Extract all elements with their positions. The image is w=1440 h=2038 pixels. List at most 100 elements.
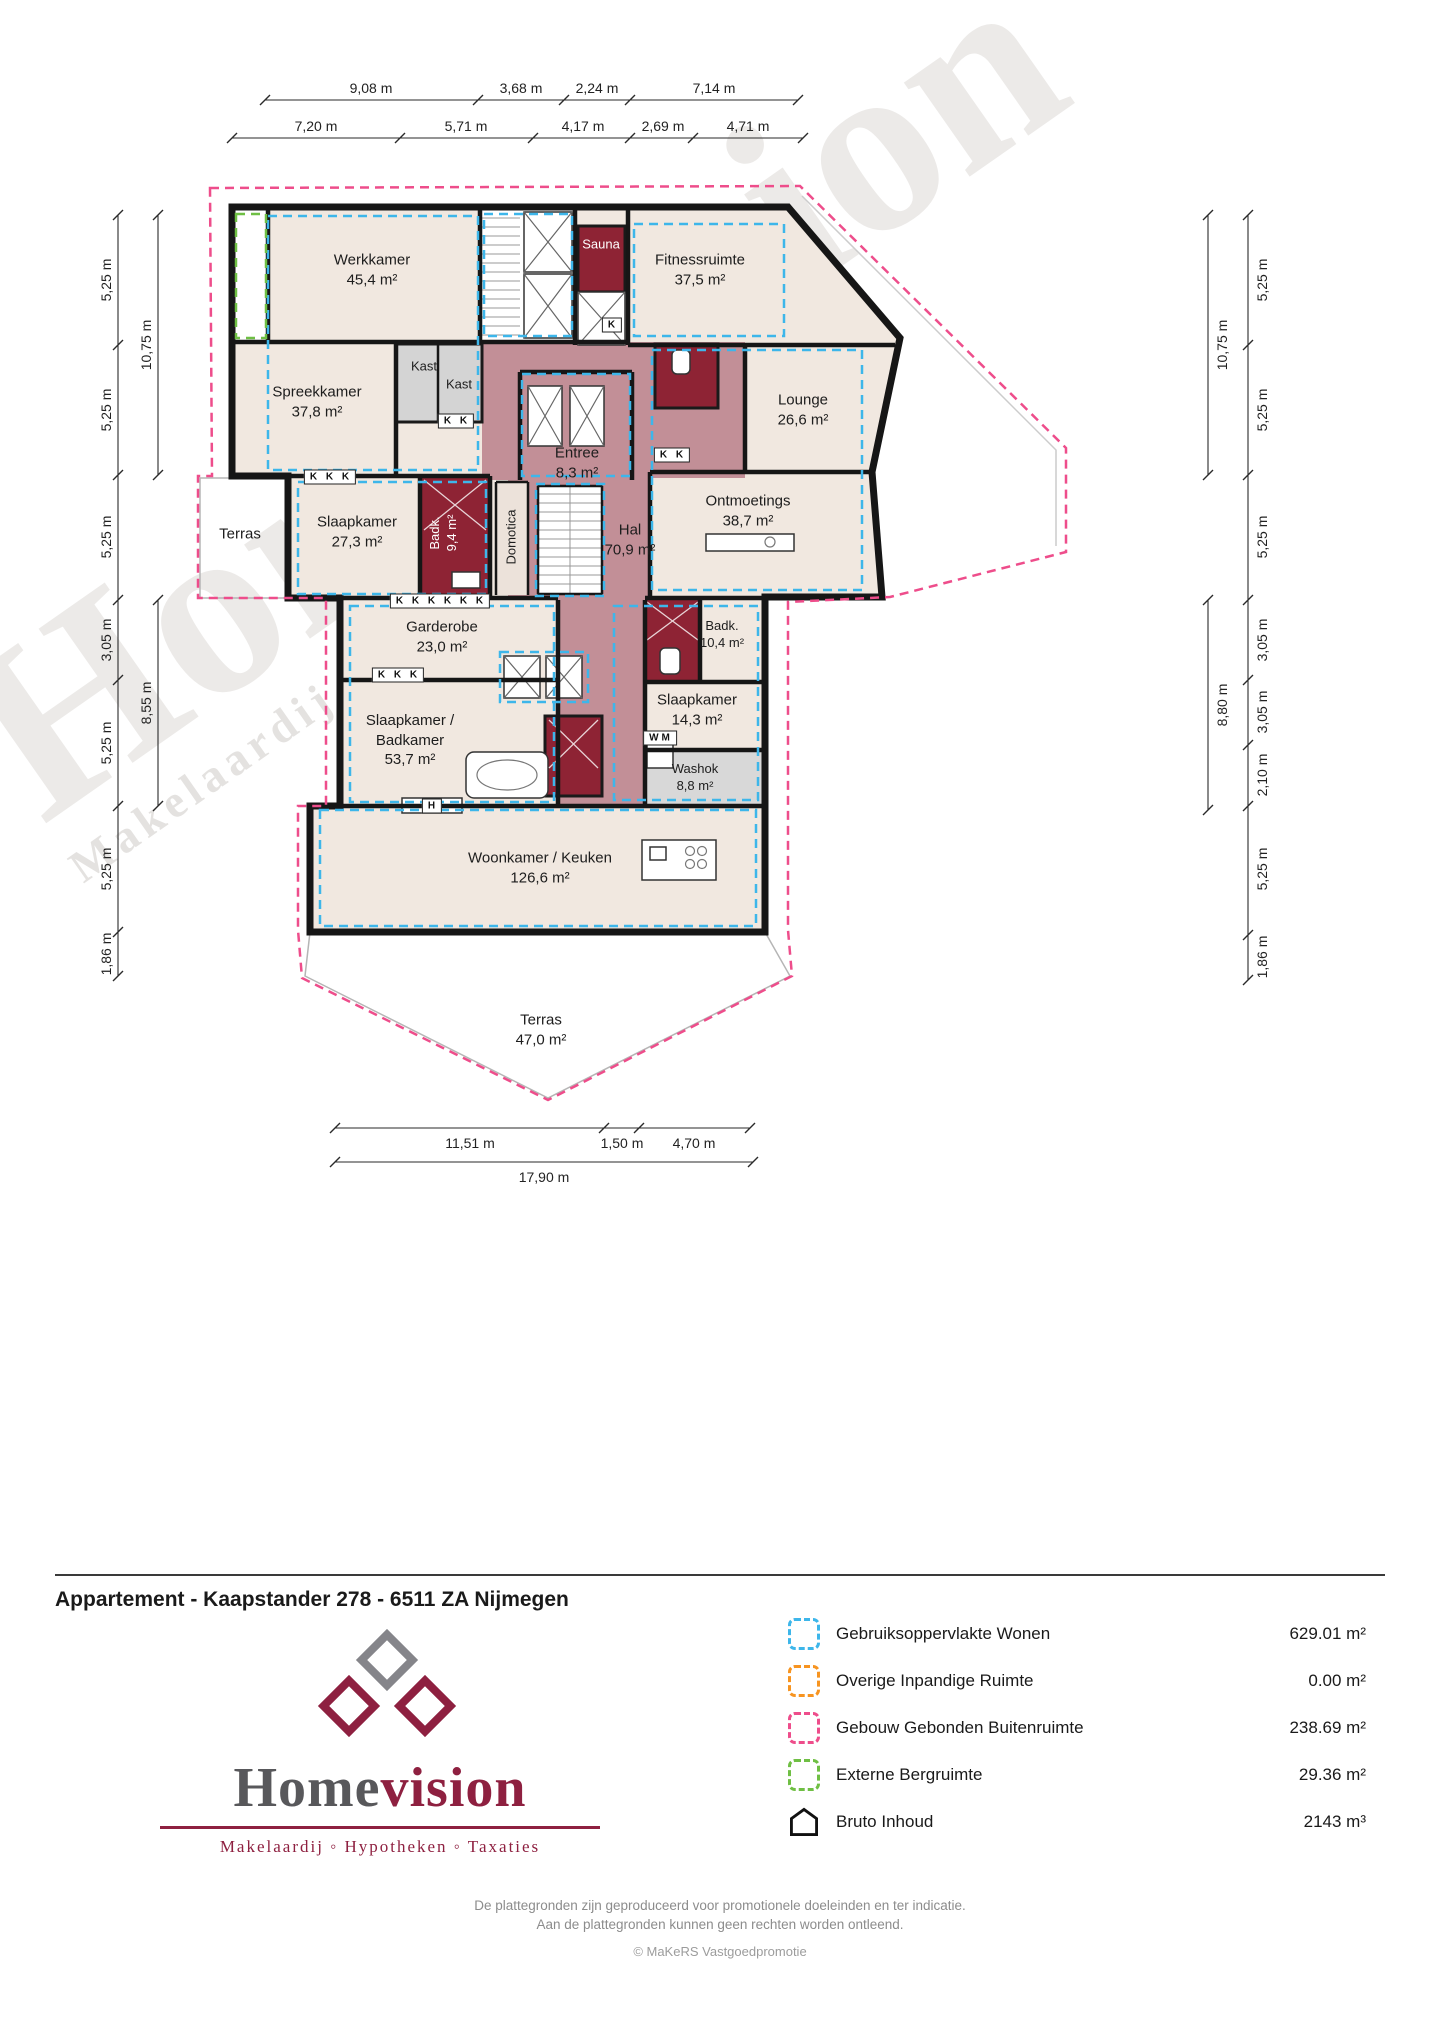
room-name: Ontmoetings [705,492,791,510]
room-area: 8,3 m² [555,464,599,481]
dim-label: 5,25 m [98,847,114,891]
dim-label: 5,25 m [98,258,114,302]
room-name: Badk. [427,516,443,550]
room-name: Hal [618,521,642,539]
room-label-slaapkamer3: Slaapkamer / Badkamer 53,7 m² [366,711,454,770]
room-area: 14,3 m² [671,711,723,728]
room-name: Slaapkamer [656,691,738,709]
legend-label: Gebouw Gebonden Buitenruimte [836,1717,1084,1737]
dim-label: 4,71 m [726,118,770,134]
room-area: 27,3 m² [331,533,383,550]
logo-divider [160,1826,600,1829]
dim-label: 5,25 m [98,388,114,432]
exterior-walls [228,203,904,936]
disclaimer-line2: Aan de plattegronden kunnen geen rechten… [536,1917,904,1932]
legend-value: 238.69 m² [1289,1717,1366,1737]
legend-row-buitenruimte: Gebouw Gebonden Buitenruimte 238.69 m² [788,1704,1366,1751]
dim-label: 9,08 m [349,80,393,96]
closet-marker: K K K [303,469,357,485]
closet-marker: K K K [371,667,425,683]
homevision-logo: Homevision Makelaardij ◦ Hypotheken ◦ Ta… [140,1628,620,1857]
room-name: Badk. [705,618,739,634]
stairs-hal [538,486,602,594]
dim-label: 4,17 m [561,118,605,134]
outline-bergruimte [234,212,268,340]
closet-marker: K K K K K K [389,593,491,609]
dim-label: 2,10 m [1254,753,1270,797]
dim-label: 2,24 m [575,80,619,96]
dim-label: 7,20 m [294,118,338,134]
room-name: Slaapkamer / [365,711,455,729]
closet-marker: K [601,317,623,333]
dim-label: 3,05 m [98,618,114,662]
room-area: 38,7 m² [722,512,774,529]
legend-row-inpandig: Overige Inpandige Ruimte 0.00 m² [788,1657,1366,1704]
room-label-werkkamer: Werkkamer 45,4 m² [334,251,410,290]
legend-row-bergruimte: Externe Bergruimte 29.36 m² [788,1751,1366,1798]
legend-value: 2143 m³ [1303,1811,1366,1831]
dim-label: 5,25 m [1254,388,1270,432]
room-area: 8,8 m² [676,778,714,793]
legend-row-wonen: Gebruiksoppervlakte Wonen 629.01 m² [788,1610,1366,1657]
room-area: 47,0 m² [515,1031,567,1048]
radiator-marker: H [421,798,443,814]
dim-label: 5,25 m [1254,847,1270,891]
room-name: Garderobe [406,618,478,636]
room-label-sauna: Sauna [582,236,620,252]
house-icon [788,1807,820,1837]
diamond-icon [355,1628,419,1692]
room-area: 23,0 m² [416,638,468,655]
logo-tagline: Makelaardij ◦ Hypotheken ◦ Taxaties [219,1837,541,1856]
dim-label: 8,80 m [1214,683,1230,727]
room-area: 45,4 m² [346,271,398,288]
dim-label: 17,90 m [518,1169,570,1185]
page-title: Appartement - Kaapstander 278 - 6511 ZA … [55,1588,569,1611]
room-label-fitnessruimte: Fitnessruimte 37,5 m² [655,251,745,290]
light-walls [436,344,604,596]
x-marks [503,211,626,699]
room-name: Fitnessruimte [654,251,746,269]
dim-label: 5,25 m [1254,258,1270,302]
stairs-top [482,217,520,336]
legend-label: Bruto Inhoud [836,1811,934,1831]
dim-label: 8,55 m [138,681,154,725]
room-label-terras: Terras 47,0 m² [516,1011,567,1050]
room-label-kast1: Kast [410,358,438,374]
room-name: Woonkamer / Keuken [468,849,612,867]
room-area: 9,4 m² [444,514,459,552]
logo-word2: vision [380,1757,527,1819]
x-marks-wet [423,479,699,769]
legend-row-bruto-inhoud: Bruto Inhoud 2143 m³ [788,1798,1366,1845]
room-name: Entree [554,444,600,462]
fixture-details [476,536,776,870]
room-area: 26,6 m² [777,411,829,428]
room-name: Terras [520,1011,562,1029]
disclaimer-line1: De plattegronden zijn geproduceerd voor … [474,1898,966,1913]
dim-label: 1,86 m [98,932,114,976]
room-label-spreekkamer: Spreekkamer 37,8 m² [272,383,361,422]
room-label-domotica: Domotica [503,509,519,565]
dim-label: 10,75 m [138,319,154,371]
room-label-slaapkamer1: Slaapkamer 27,3 m² [317,513,397,552]
buitenruimte-swatch-icon [788,1711,820,1744]
dim-label: 7,14 m [692,80,736,96]
bergruimte-swatch-icon [788,1758,820,1791]
divider [55,1574,1385,1576]
dim-label: 2,69 m [641,118,685,134]
inpandig-swatch-icon [788,1664,820,1697]
room-label-woonkamer: Woonkamer / Keuken 126,6 m² [468,849,612,888]
room-label-slaapkamer2: Slaapkamer 14,3 m² [657,691,737,730]
legend-label: Gebruiksoppervlakte Wonen [836,1623,1051,1643]
room-area: 10,4 m² [699,635,745,650]
dim-label: 3,05 m [1254,690,1270,734]
dim-label: 5,25 m [98,515,114,559]
room-label-badkamer1: Badk. 9,4 m² [427,515,461,552]
room-label-entree: Entree 8,3 m² [555,444,599,483]
dimension-lines [117,99,1249,1163]
closet-marker: K K [437,413,475,429]
legend-value: 0.00 m² [1308,1670,1366,1690]
legend-label: Externe Bergruimte [836,1764,983,1784]
diamond-icon [393,1674,457,1738]
room-area: 70,9 m² [604,541,656,558]
dim-label: 10,75 m [1214,319,1230,371]
